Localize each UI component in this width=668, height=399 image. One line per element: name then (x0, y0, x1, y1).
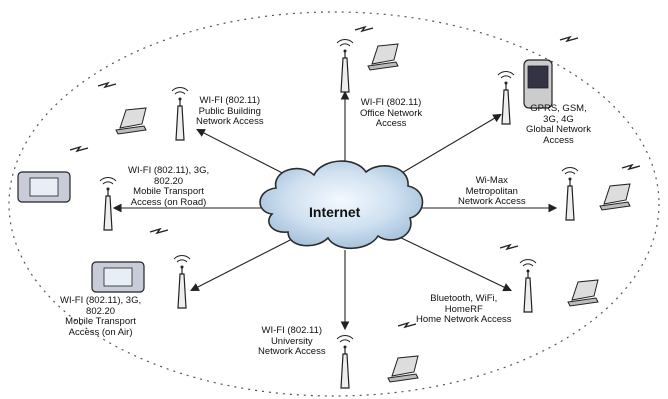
coverage-boundary (8, 11, 660, 397)
internet-cloud (259, 160, 424, 249)
label-public-building: WI-FI (802.11) Public Building Network A… (196, 95, 264, 128)
label-mobile-air: WI-FI (802.11), 3G, 802.20 Mobile Transp… (60, 295, 142, 338)
label-line: WI-FI (802.11) (360, 97, 422, 108)
icons-university (336, 322, 419, 389)
label-university: WI-FI (802.11) University Network Access (258, 325, 326, 358)
label-line: 802.20 (154, 175, 184, 187)
internet-label: Internet (309, 204, 361, 220)
label-home: Bluetooth, WiFi, HomeRF Home Network Acc… (416, 293, 512, 326)
icons-global (497, 36, 579, 125)
icons-mobile-air (91, 228, 191, 309)
icons-home (499, 244, 599, 313)
label-line: Home Network Access (416, 314, 512, 325)
label-mobile-road: WI-FI (802.11), 3G, 802.20 Mobile Transp… (128, 165, 210, 208)
icons-mobile-road (17, 146, 117, 231)
label-line: Network Access (258, 346, 326, 357)
label-line: Network Access (458, 196, 526, 207)
label-line: Access (on Air) (68, 326, 133, 338)
icons-office (336, 26, 399, 93)
label-line: Access (375, 118, 407, 129)
label-line: 802.20 (86, 305, 116, 317)
icons-metropolitan (561, 164, 641, 221)
label-line: HomeRF (444, 303, 483, 315)
label-line: WI-FI (802.11), 3G, (60, 295, 142, 306)
connection-arrows (112, 90, 558, 331)
label-line: Public Building (198, 105, 261, 117)
label-line: Metropolitan (465, 185, 518, 197)
label-line: Office Network (360, 107, 423, 119)
label-metropolitan: Wi-Max Metropolitan Network Access (458, 175, 526, 208)
label-line: Access (on Road) (130, 196, 207, 208)
label-line: WI-FI (802.11) (261, 325, 323, 336)
label-line: Wi-Max (475, 175, 508, 186)
label-line: Mobile Transport (133, 186, 204, 197)
label-line: Global Network (526, 124, 591, 135)
icons-public-building (97, 82, 189, 141)
label-office: WI-FI (802.11) Office Network Access (360, 97, 423, 130)
label-global: GPRS, GSM, 3G, 4G Global Network Access (526, 103, 591, 146)
label-line: University (270, 335, 313, 347)
label-line: WI-FI (802.11), 3G, (128, 165, 210, 176)
label-line: GPRS, GSM, (530, 103, 587, 114)
label-line: WI-FI (802.11) (199, 95, 261, 106)
label-line: 3G, 4G (543, 113, 574, 125)
label-line: Access (543, 134, 574, 146)
label-line: Network Access (196, 116, 264, 127)
label-line: Bluetooth, WiFi, (430, 293, 498, 304)
label-line: Mobile Transport (65, 316, 136, 327)
